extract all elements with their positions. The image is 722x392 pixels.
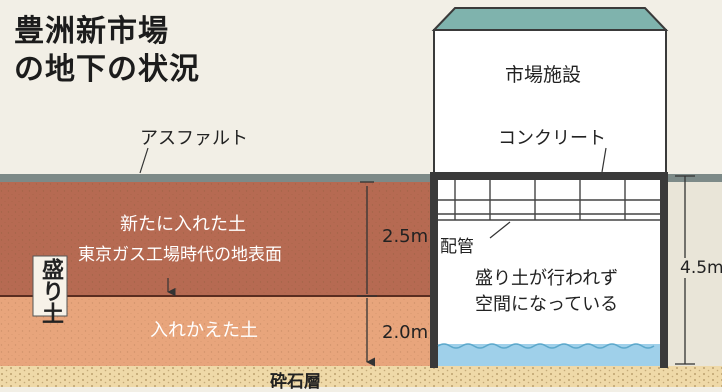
piping-frame [438,180,660,221]
void-text-line-1: 盛り土が行われず [475,268,619,289]
concrete-leader [601,147,607,173]
basement-void [436,174,664,366]
replaced-soil-label: 入れかえた土 [150,320,258,341]
concrete-wall-left [430,172,438,368]
concrete-wall-right [660,172,668,368]
piping-label: 配管 [440,237,474,257]
concrete-slab [430,172,668,180]
void-text-line-2: 空間になっている [475,294,619,315]
asphalt-leader [139,147,149,174]
groundwater [438,344,660,366]
basement-height-label: 4.5m [680,258,722,278]
gas-plant-surface-label: 東京ガス工場時代の地表面 [78,245,282,265]
piping-leader [489,221,511,239]
title-line-1: 豊洲新市場 [14,14,169,49]
market-building-label: 市場施設 [505,64,582,86]
title-line-2: の地下の状況 [14,52,200,87]
asphalt-label: アスファルト [140,128,248,149]
building-roof [431,7,669,31]
morido-tag [32,255,68,317]
new-soil-label: 新たに入れた土 [120,214,246,235]
morido-label: 盛り土 [38,258,63,324]
asphalt-layer [0,174,440,182]
market-building [433,29,667,175]
upper-depth-label: 2.5m [382,226,429,247]
lower-depth-label: 2.0m [382,322,429,343]
gravel-label: 砕石層 [270,372,321,392]
concrete-label: コンクリート [498,128,606,149]
